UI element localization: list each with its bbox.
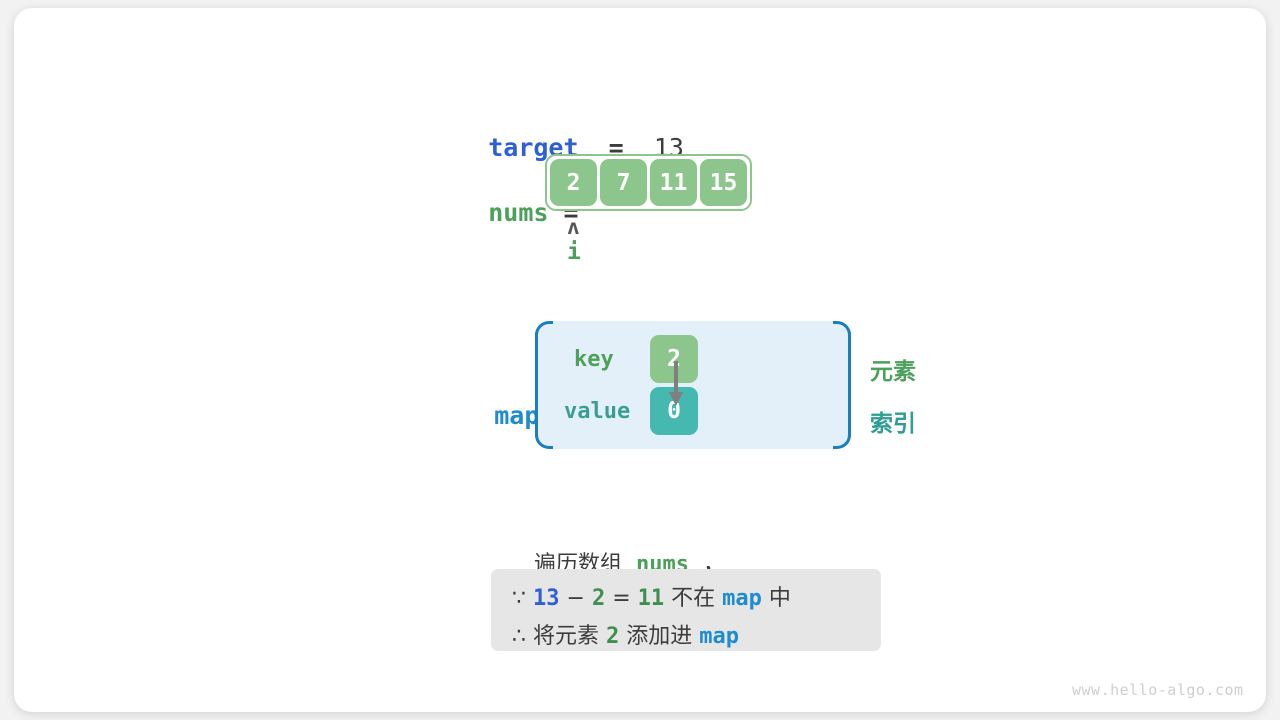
- diagram-canvas: target = 13 nums = 2 7 11 15 ʌ i map = k…: [14, 8, 1266, 712]
- note-map-keyword: map: [722, 586, 762, 611]
- nums-array-container: 2 7 11 15: [545, 154, 752, 211]
- note-text-in: 中: [768, 586, 791, 611]
- note-text-add-into: 添加进: [626, 624, 693, 649]
- note-target-value: 13: [533, 586, 560, 611]
- note-map-keyword: map: [699, 624, 740, 649]
- index-pointer-label: i: [567, 239, 581, 265]
- therefore-symbol-icon: ∴: [512, 624, 526, 649]
- array-cell: 15: [700, 159, 747, 206]
- index-pointer-caret-icon: ʌ: [567, 215, 580, 239]
- watermark: www.hello-algo.com: [1072, 681, 1244, 699]
- hash-map-container: key value 2 0: [535, 321, 851, 449]
- map-variable-name: map: [494, 401, 540, 430]
- key-to-value-arrow-icon: [669, 361, 683, 406]
- note-minus-sign: −: [566, 586, 585, 611]
- array-cell: 11: [650, 159, 697, 206]
- because-symbol-icon: ∵: [512, 586, 526, 611]
- note-line-because: ∵ 13 − 2 = 11 不在 map 中: [512, 580, 791, 612]
- legend-index-label: 索引: [870, 411, 916, 437]
- note-line-therefore: ∴ 将元素 2 添加进 map: [512, 618, 739, 650]
- note-current-value: 2: [591, 586, 606, 611]
- array-cell: 7: [600, 159, 647, 206]
- note-added-value: 2: [606, 624, 620, 649]
- note-text-not-in: 不在: [671, 586, 716, 611]
- note-complement-value: 11: [637, 586, 665, 611]
- legend-element-label: 元素: [870, 359, 916, 385]
- array-cell: 2: [550, 159, 597, 206]
- note-text-add-element: 将元素: [533, 624, 600, 649]
- note-equals-sign: =: [612, 586, 631, 611]
- map-key-label: key: [574, 347, 614, 372]
- nums-variable-name: nums: [488, 198, 549, 227]
- explanation-note-box: ∵ 13 − 2 = 11 不在 map 中 ∴ 将元素 2 添加进 map: [491, 569, 881, 651]
- map-side-legend: 元素 索引: [870, 346, 916, 450]
- map-value-label: value: [564, 399, 631, 424]
